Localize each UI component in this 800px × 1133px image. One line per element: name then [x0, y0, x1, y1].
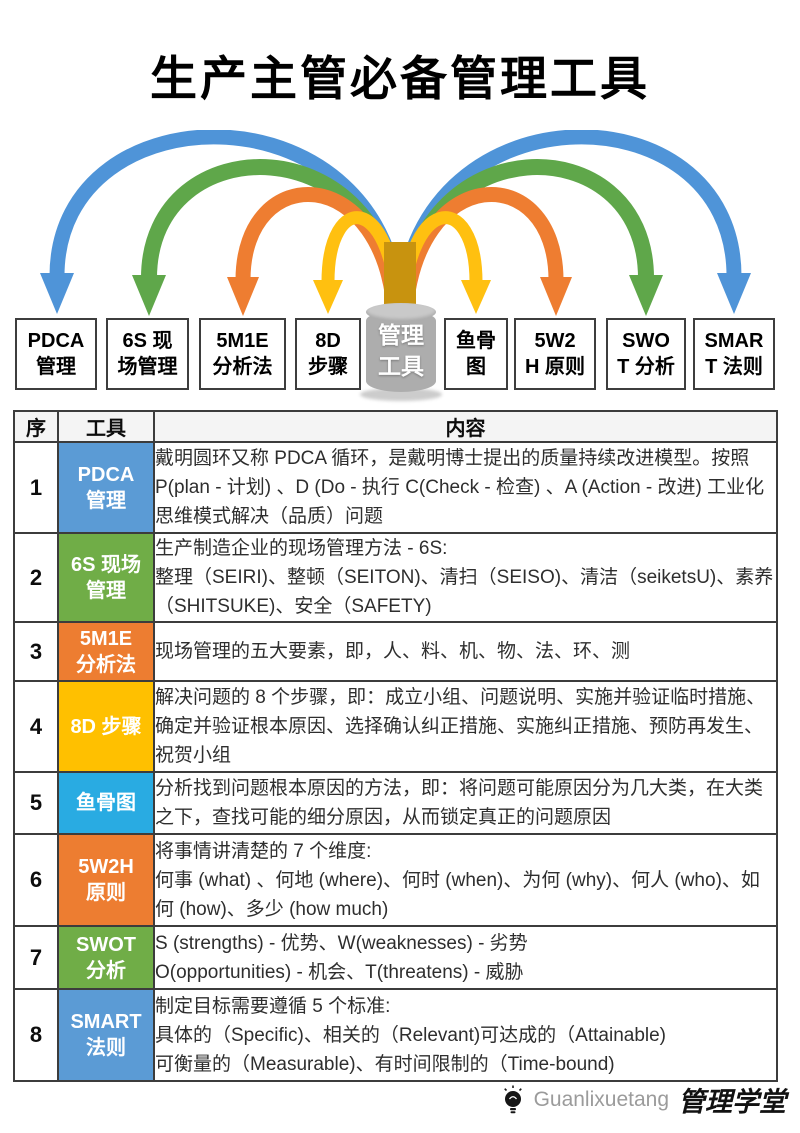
tool-badge: 5W2H 原则: [57, 833, 155, 927]
arrow-fountain-graphic: [40, 130, 751, 318]
box-6s: 6S 现 场管理: [106, 318, 189, 390]
row-content: 戴明圆环又称 PDCA 循环，是戴明博士提出的质量持续改进模型。按照 P(pla…: [153, 441, 778, 534]
box-fishbone: 鱼骨 图: [444, 318, 508, 390]
table-row: 1 PDCA 管理 戴明圆环又称 PDCA 循环，是戴明博士提出的质量持续改进模…: [13, 441, 778, 534]
tool-badge: SMART 法则: [57, 988, 155, 1082]
row-index: 7: [13, 925, 59, 990]
box-smart: SMAR T 法则: [693, 318, 775, 390]
lightbulb-icon: [502, 1083, 523, 1113]
table-row: 7 SWOT 分析 S (strengths) - 优势、W(weaknesse…: [13, 925, 778, 990]
box-8d: 8D 步骤: [295, 318, 361, 390]
table-row: 8 SMART 法则 制定目标需要遵循 5 个标准: 具体的（Specific)…: [13, 988, 778, 1082]
tool-badge: SWOT 分析: [57, 925, 155, 990]
arrow-green-right: [395, 159, 654, 318]
row-content: 分析找到问题根本原因的方法，即：将问题可能原因分为几大类，在大类之下，查找可能的…: [153, 771, 778, 835]
table-row: 5 鱼骨图 分析找到问题根本原因的方法，即：将问题可能原因分为几大类，在大类之下…: [13, 771, 778, 835]
header-index: 序: [13, 410, 59, 443]
page-title: 生产主管必备管理工具: [150, 54, 650, 106]
row-content: 将事情讲清楚的 7 个维度: 何事 (what) 、何地 (where)、何时 …: [153, 833, 778, 927]
row-index: 2: [13, 532, 59, 623]
header-content: 内容: [153, 410, 778, 443]
box-5w2h: 5W2 H 原则: [514, 318, 596, 390]
row-content: 生产制造企业的现场管理方法 - 6S: 整理（SEIRI)、整顿（SEITON)…: [153, 532, 778, 623]
arrow-green-left: [141, 159, 405, 318]
arrowhead-yellow-right: [461, 280, 491, 314]
arrowhead-green-left: [132, 275, 166, 316]
brand-name-cn: 管理学堂: [678, 1087, 786, 1117]
brand-footer: Guanlixuetang 管理学堂: [501, 1080, 786, 1119]
center-cylinder: [366, 310, 436, 392]
brand-name-en: Guanlixuetang: [533, 1087, 669, 1111]
arrowhead-green-right: [629, 275, 663, 316]
cylinder-top-cap: [366, 303, 436, 321]
arrowhead-orange-right: [540, 277, 572, 316]
arrowhead-blue-left: [40, 273, 74, 314]
tool-badge: 5M1E 分析法: [57, 621, 155, 682]
box-pdca: PDCA 管理: [15, 318, 97, 390]
row-index: 1: [13, 441, 59, 534]
box-5m1e: 5M1E 分析法: [199, 318, 286, 390]
row-content: 解决问题的 8 个步骤，即：成立小组、问题说明、实施并验证临时措施、确定并验证根…: [153, 680, 778, 773]
row-index: 8: [13, 988, 59, 1082]
row-index: 6: [13, 833, 59, 927]
row-index: 5: [13, 771, 59, 835]
row-content: 现场管理的五大要素，即，人、料、机、物、法、环、测: [153, 621, 778, 682]
cylinder-shadow: [360, 388, 442, 401]
table-row: 3 5M1E 分析法 现场管理的五大要素，即，人、料、机、物、法、环、测: [13, 621, 778, 682]
table-header-row: 序 工具 内容: [13, 410, 778, 443]
table-row: 4 8D 步骤 解决问题的 8 个步骤，即：成立小组、问题说明、实施并验证临时措…: [13, 680, 778, 773]
row-content: S (strengths) - 优势、W(weaknesses) - 劣势 O(…: [153, 925, 778, 990]
row-index: 4: [13, 680, 59, 773]
tool-badge: 6S 现场 管理: [57, 532, 155, 623]
center-cylinder-label: 管理 工具: [378, 322, 424, 379]
arrowhead-orange-left: [227, 277, 259, 316]
tool-badge: 8D 步骤: [57, 680, 155, 773]
tools-table: 序 工具 内容 1 PDCA 管理 戴明圆环又称 PDCA 循环，是戴明博士提出…: [13, 410, 778, 1082]
tool-badge: PDCA 管理: [57, 441, 155, 534]
table-row: 2 6S 现场 管理 生产制造企业的现场管理方法 - 6S: 整理（SEIRI)…: [13, 532, 778, 623]
row-index: 3: [13, 621, 59, 682]
tool-badge: 鱼骨图: [57, 771, 155, 835]
arrowhead-yellow-left: [313, 280, 343, 314]
box-swot: SWO T 分析: [606, 318, 686, 390]
arrowhead-blue-right: [717, 273, 751, 314]
table-row: 6 5W2H 原则 将事情讲清楚的 7 个维度: 何事 (what) 、何地 (…: [13, 833, 778, 927]
header-tool: 工具: [57, 410, 155, 443]
row-content: 制定目标需要遵循 5 个标准: 具体的（Specific)、相关的（Releva…: [153, 988, 778, 1082]
